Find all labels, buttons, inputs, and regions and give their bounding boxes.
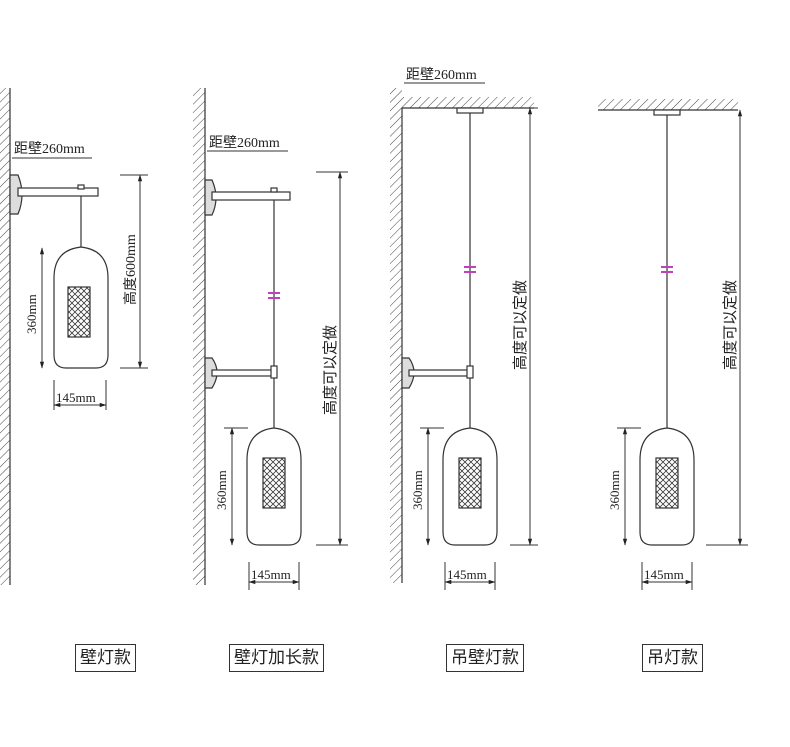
ceiling-canopy xyxy=(653,109,681,116)
lamp-globe xyxy=(639,427,695,546)
arm-cap xyxy=(77,184,85,190)
lamp-height-label: 360mm xyxy=(24,294,39,334)
wall-hatch xyxy=(193,88,205,585)
variant-wall-lamp: 距壁260mm 360mm 高度600mm 145mm xyxy=(0,88,148,585)
lamp-core xyxy=(458,457,482,509)
lamp-height-label: 360mm xyxy=(410,470,425,510)
lamp-core xyxy=(655,457,679,509)
lamp-height-label: 360mm xyxy=(607,470,622,510)
lamp-core xyxy=(262,457,286,509)
distance-label: 距壁260mm xyxy=(406,67,477,83)
lamp-width-label: 145mm xyxy=(447,567,487,582)
distance-label: 距壁260mm xyxy=(209,135,280,151)
lamp-globe xyxy=(53,246,109,369)
total-height-label: 高度600mm xyxy=(122,234,139,305)
ceiling-hatch xyxy=(598,99,738,110)
total-height-label: 高度可以定做 xyxy=(322,325,339,415)
upper-arm xyxy=(211,191,291,201)
total-height-label: 高度可以定做 xyxy=(512,280,529,370)
caption-wall-lamp: 壁灯款 xyxy=(75,644,136,672)
lamp-height-label: 360mm xyxy=(214,470,229,510)
lamp-width-label: 145mm xyxy=(251,567,291,582)
total-height-label: 高度可以定做 xyxy=(722,280,739,370)
caption-pendant-wall-lamp: 吊壁灯款 xyxy=(446,644,524,672)
wall-hatch xyxy=(0,88,10,585)
lamp-width-label: 145mm xyxy=(644,567,684,582)
variant-pendant-lamp: 360mm 高度可以定做 145mm xyxy=(598,99,748,590)
variant-pendant-wall-lamp: 距壁260mm 360mm 高度可以定做 145mm xyxy=(390,67,538,590)
lamp-arm xyxy=(17,187,99,197)
lower-arm xyxy=(211,369,275,377)
ceiling-hatch xyxy=(402,97,534,108)
variant-extended-wall-lamp: 距壁260mm 360mm 高度可以定做 145mm xyxy=(193,88,348,590)
lamp-width-label: 145mm xyxy=(56,390,96,405)
caption-extended-wall-lamp: 壁灯加长款 xyxy=(229,644,324,672)
caption-pendant-lamp: 吊灯款 xyxy=(642,644,703,672)
lamp-globe xyxy=(246,427,302,546)
lamp-globe xyxy=(442,427,498,546)
lamp-core xyxy=(67,286,91,338)
wall-hatch xyxy=(390,88,402,583)
distance-label: 距壁260mm xyxy=(14,141,85,157)
wall-plate xyxy=(9,174,23,215)
ceiling-canopy xyxy=(456,107,484,114)
wall-arm xyxy=(408,369,471,377)
